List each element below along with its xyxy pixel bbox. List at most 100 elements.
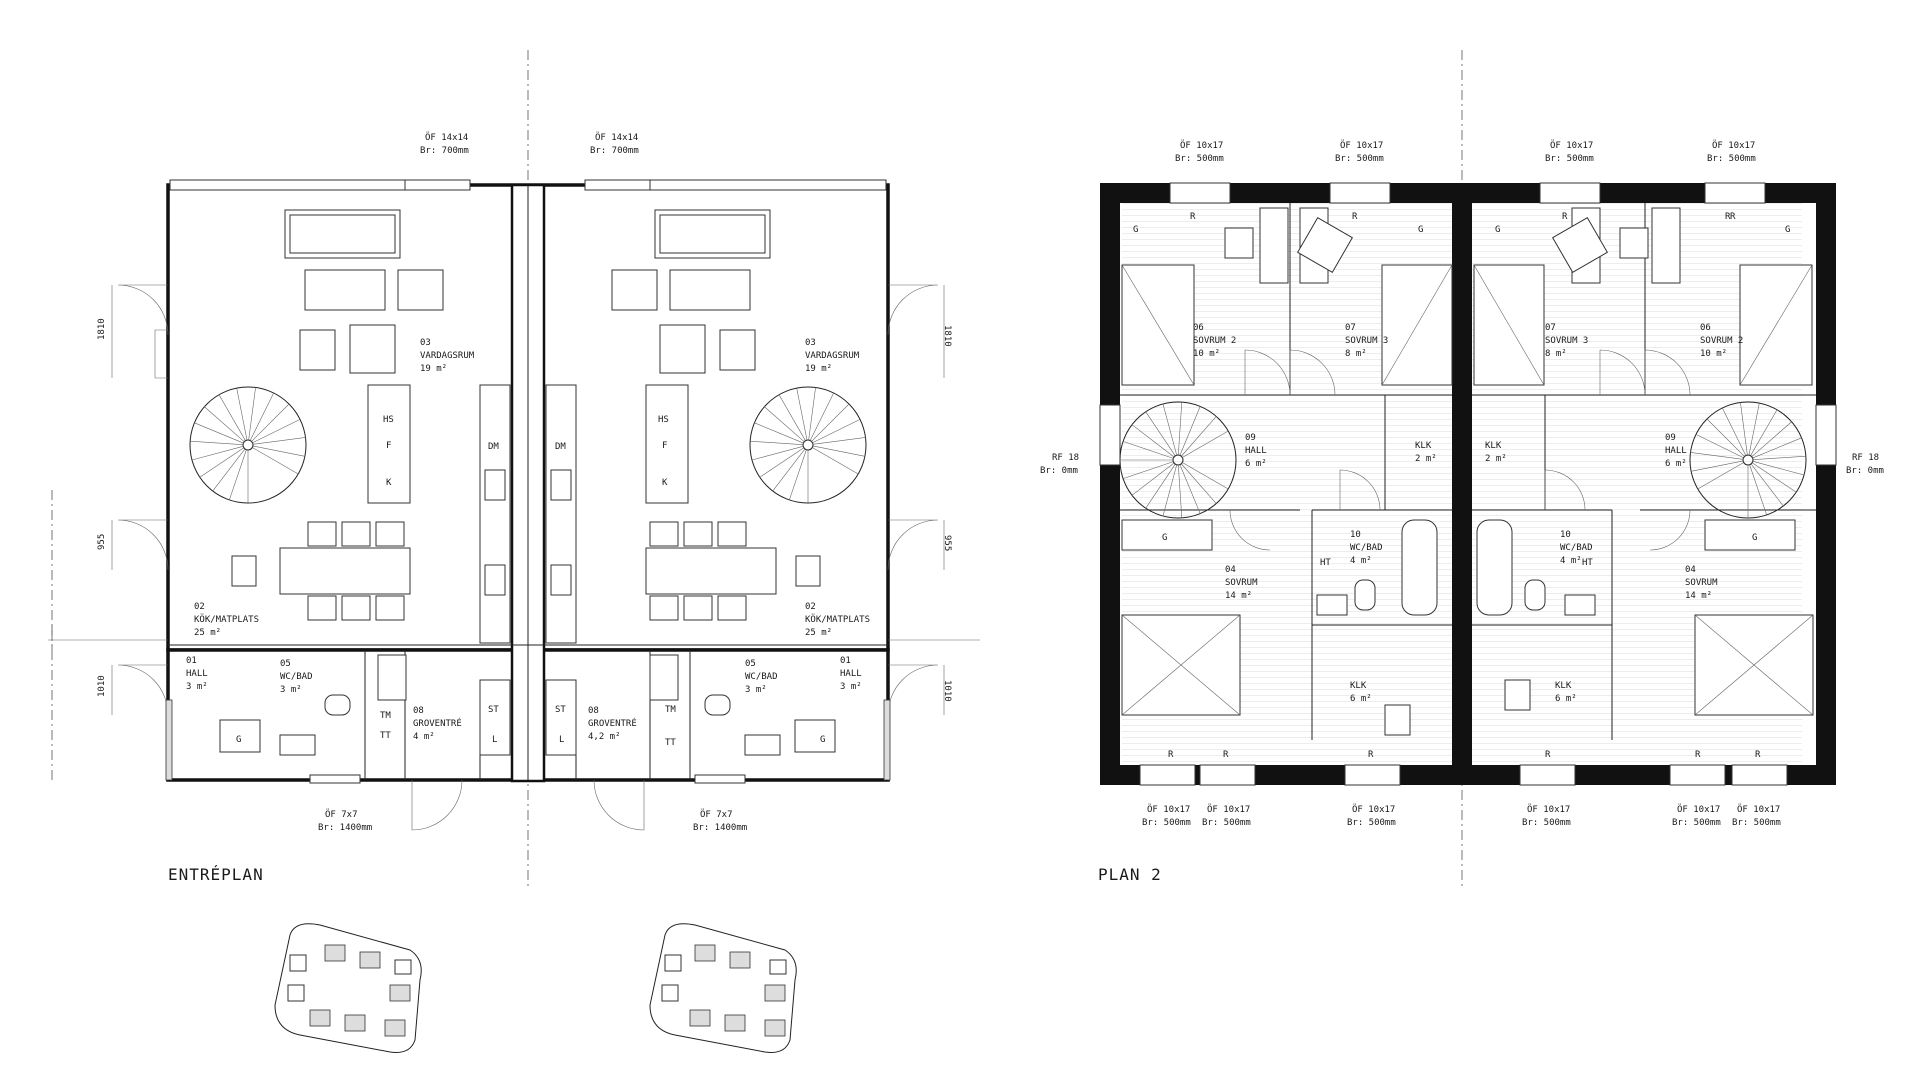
svg-text:R: R <box>1562 212 1568 222</box>
svg-text:ÖF 10x17: ÖF 10x17 <box>1340 140 1383 151</box>
svg-text:2 m²: 2 m² <box>1485 454 1507 464</box>
svg-text:HT: HT <box>1582 558 1593 568</box>
svg-text:08: 08 <box>588 706 599 716</box>
svg-text:19 m²: 19 m² <box>420 364 447 374</box>
svg-text:KLK: KLK <box>1555 681 1572 691</box>
kitchen-counter <box>545 384 577 644</box>
dining-table <box>279 547 411 595</box>
armchair <box>611 269 658 311</box>
stair-tread <box>812 447 859 475</box>
svg-text:8 m²: 8 m² <box>1345 349 1367 359</box>
svg-text:R: R <box>1168 750 1174 760</box>
svg-text:04: 04 <box>1225 565 1236 575</box>
svg-text:GROVENTRÉ: GROVENTRÉ <box>413 717 462 729</box>
kitchen-counter <box>479 384 511 644</box>
svg-text:6 m²: 6 m² <box>1665 459 1687 469</box>
svg-text:G: G <box>1495 225 1500 235</box>
window <box>694 774 746 784</box>
stair-tread <box>1131 424 1175 458</box>
dimension-text: 1010 <box>942 680 952 702</box>
opening-label: ÖF 14x14 <box>425 132 468 143</box>
fixture-symbols-plan2: G R R G G R R G G G HT HT R R R R R R R <box>1133 212 1790 760</box>
bathroom-fixtures <box>1316 519 1596 616</box>
svg-text:KÖK/MATPLATS: KÖK/MATPLATS <box>194 614 259 625</box>
stair-tread <box>1740 402 1748 456</box>
window <box>309 774 361 784</box>
armchair <box>397 269 444 311</box>
sofa-seat <box>659 214 766 254</box>
svg-text:R: R <box>1190 212 1196 222</box>
stair-tread <box>1162 403 1177 456</box>
window-side <box>883 699 891 781</box>
svg-text:ÖF 10x17: ÖF 10x17 <box>1207 804 1250 815</box>
stair-tread <box>1691 460 1744 472</box>
stair-tread <box>809 392 834 441</box>
opening-label: ÖF 7x7 <box>700 809 733 820</box>
site-key-map-right <box>649 923 797 1053</box>
dimension-lines <box>111 285 945 715</box>
svg-text:Br: 500mm: Br: 500mm <box>1672 818 1721 828</box>
stair-tread <box>812 445 865 457</box>
svg-text:04: 04 <box>1685 565 1696 575</box>
svg-text:G: G <box>1418 225 1423 235</box>
stair-tread <box>1131 462 1175 496</box>
svg-text:RF 18: RF 18 <box>1052 453 1079 463</box>
svg-text:ÖF 10x17: ÖF 10x17 <box>1147 804 1190 815</box>
stair-tread <box>1690 452 1744 460</box>
stair-tread <box>251 403 290 442</box>
svg-text:4 m²: 4 m² <box>1560 556 1582 566</box>
kitchen-island <box>645 384 689 504</box>
svg-text:SOVRUM: SOVRUM <box>1225 578 1258 588</box>
svg-text:25 m²: 25 m² <box>805 628 832 638</box>
svg-text:G: G <box>820 735 825 745</box>
svg-text:ÖF 10x17: ÖF 10x17 <box>1677 804 1720 815</box>
svg-text:3 m²: 3 m² <box>745 685 767 695</box>
dimension-text: 1810 <box>942 325 952 347</box>
svg-text:8 m²: 8 m² <box>1545 349 1567 359</box>
opening-label: ÖF 7x7 <box>325 809 358 820</box>
stair-tread <box>751 446 804 461</box>
svg-text:R: R <box>1695 750 1701 760</box>
room-labels-right-unit: 03 VARDAGSRUM 19 m² 02 KÖK/MATPLATS 25 m… <box>588 338 870 742</box>
svg-text:G: G <box>1752 533 1757 543</box>
washbasin <box>377 654 407 701</box>
stair-tread <box>1752 437 1802 459</box>
svg-text:Br: 500mm: Br: 500mm <box>1707 154 1756 164</box>
svg-text:19 m²: 19 m² <box>805 364 832 374</box>
stair-tread <box>212 448 246 492</box>
opening-width: Br: 1400mm <box>318 823 372 833</box>
stair-tread <box>204 406 245 442</box>
stair-tread <box>1750 463 1784 507</box>
svg-text:ÖF 10x17: ÖF 10x17 <box>1527 804 1570 815</box>
svg-text:02: 02 <box>805 602 816 612</box>
svg-text:ÖF 10x17: ÖF 10x17 <box>1180 140 1223 151</box>
stair-tread <box>199 447 245 478</box>
svg-text:SOVRUM: SOVRUM <box>1685 578 1718 588</box>
exterior-doors <box>48 284 980 831</box>
dimension-text: 1810 <box>97 318 107 340</box>
basin <box>744 734 781 756</box>
stair-tread <box>252 447 299 475</box>
stair-tread <box>778 394 806 441</box>
stair-tread <box>1750 409 1778 456</box>
svg-text:G: G <box>1133 225 1138 235</box>
stair-tread <box>194 422 244 444</box>
svg-text:Br: 500mm: Br: 500mm <box>1175 154 1224 164</box>
stair-tread <box>1181 416 1217 457</box>
svg-text:ÖF 10x17: ÖF 10x17 <box>1550 140 1593 151</box>
opening-width: Br: 1400mm <box>693 823 747 833</box>
stair-tread <box>812 419 861 444</box>
svg-text:SOVRUM 2: SOVRUM 2 <box>1700 336 1743 346</box>
coffee-table <box>304 269 386 311</box>
stair-tread <box>252 437 306 445</box>
svg-text:3 m²: 3 m² <box>840 682 862 692</box>
window <box>584 179 651 191</box>
storage-cabinet <box>479 679 511 756</box>
dimension-text: 955 <box>942 535 952 551</box>
svg-text:R: R <box>1223 750 1229 760</box>
svg-text:KLK: KLK <box>1415 441 1432 451</box>
sofa-seat <box>289 214 396 254</box>
svg-text:Br: 500mm: Br: 500mm <box>1142 818 1191 828</box>
stair-tread <box>249 392 274 441</box>
